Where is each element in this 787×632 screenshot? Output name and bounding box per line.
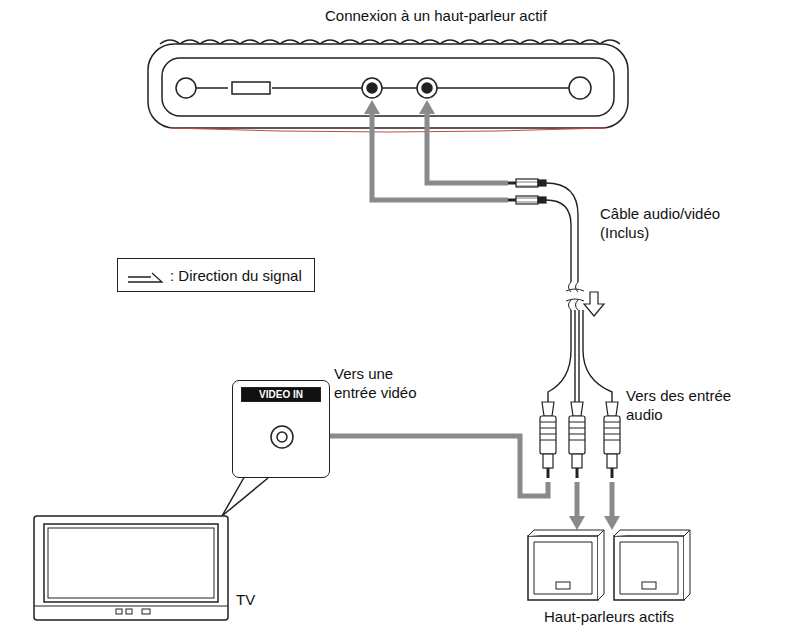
connection-arrow: [372, 112, 508, 200]
connection-arrow: [300, 436, 612, 518]
label-text: Câble audio/vidéo (Inclus): [600, 204, 750, 242]
legend-arrow-sample: [126, 265, 166, 285]
diagram-title: Connexion à un haut-parleur actif: [325, 6, 547, 25]
label-text: Haut-parleurs actifs: [544, 607, 674, 626]
rca-plug: [540, 402, 620, 478]
speaker: [528, 530, 690, 600]
callout-pointer: [222, 474, 268, 516]
arrow-head: [364, 100, 435, 114]
player-body: [148, 40, 628, 132]
panel-label: VIDEO IN: [241, 387, 321, 402]
arrow-head: [288, 428, 620, 530]
legend-box: : Direction du signal: [117, 258, 315, 292]
label-text: TV: [236, 590, 255, 609]
video-jack: [262, 417, 302, 457]
label-text: Vers une entrée vidéo: [334, 364, 438, 402]
callout-box: VIDEO IN: [232, 380, 330, 478]
legend-text: : Direction du signal: [170, 267, 302, 284]
label-text: Vers des entrée audio: [626, 386, 736, 424]
mini-jack-plug: [508, 179, 546, 204]
tv-set: [34, 516, 228, 620]
signal-direction-arrow: [584, 292, 604, 316]
